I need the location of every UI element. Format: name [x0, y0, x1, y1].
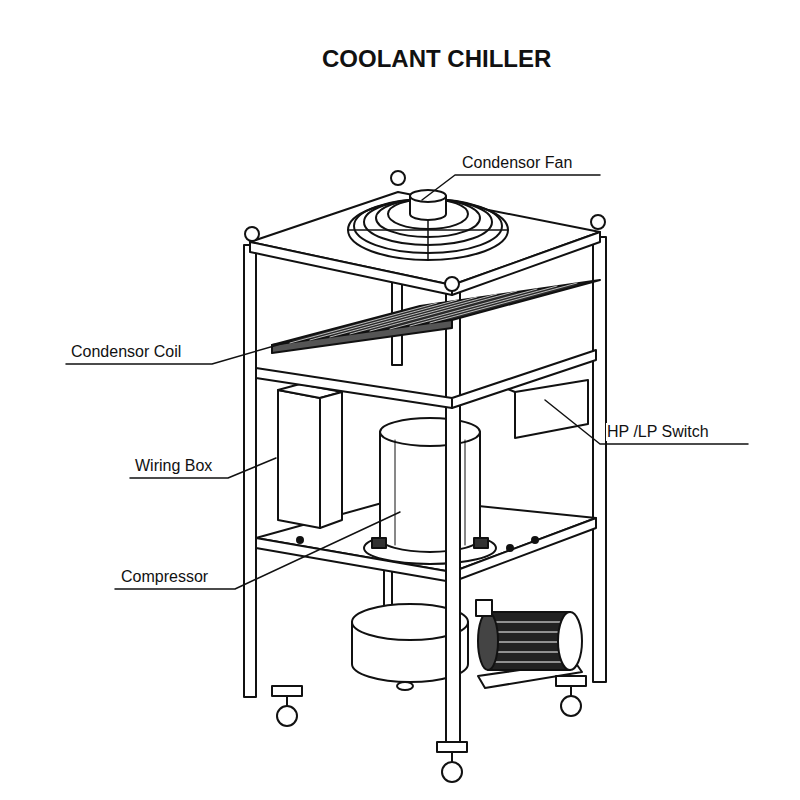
- switch-box: [515, 380, 588, 438]
- caster-wheel: [277, 706, 297, 726]
- pump: [476, 600, 582, 688]
- box-side: [320, 392, 342, 528]
- motor-end: [558, 612, 582, 670]
- diagram-title: COOLANT CHILLER: [322, 45, 551, 73]
- leader-lines: [66, 175, 748, 589]
- mount: [372, 538, 386, 548]
- condenser-fan: [348, 190, 508, 260]
- eye-bolts: [245, 171, 605, 291]
- motor-fins: [492, 622, 566, 662]
- eye-bolt: [445, 277, 459, 291]
- bolt: [507, 545, 513, 551]
- part-label: Condensor Coil: [70, 343, 182, 361]
- caster-stem: [570, 686, 572, 696]
- leader-line: [422, 175, 600, 200]
- frame-leg: [446, 292, 460, 747]
- shelf-edge: [452, 350, 596, 408]
- frame-leg: [593, 237, 606, 682]
- casters: [272, 676, 586, 782]
- part-label: Wiring Box: [134, 457, 213, 475]
- wiring-box: [278, 384, 342, 528]
- compressor-shade: [395, 440, 396, 545]
- part-label: Condensor Fan: [461, 154, 573, 172]
- part-label: Compressor: [120, 568, 209, 586]
- bolt: [532, 537, 538, 543]
- leader-line: [130, 458, 276, 478]
- caster-plate: [556, 676, 586, 686]
- leader-line: [545, 400, 748, 444]
- caster-stem: [451, 752, 453, 762]
- eye-bolt: [245, 227, 259, 241]
- compressor-body: [380, 432, 480, 552]
- mount: [474, 538, 488, 548]
- caster-stem: [286, 696, 288, 706]
- plate-top: [250, 192, 600, 285]
- pressure-switch: [500, 380, 588, 438]
- top-plate: [250, 192, 600, 295]
- frame-leg: [446, 292, 460, 747]
- shelf-edge: [256, 368, 452, 408]
- pump-outlet: [476, 600, 492, 616]
- caster-plate: [437, 742, 467, 752]
- coil-edge: [272, 320, 452, 353]
- eye-bolt: [591, 215, 605, 229]
- box-face: [278, 390, 320, 528]
- compressor-shade: [465, 440, 466, 545]
- bolt: [297, 537, 303, 543]
- leader-line: [115, 512, 400, 589]
- pump-head: [478, 612, 498, 670]
- caster-wheel: [561, 696, 581, 716]
- tank-drain: [397, 682, 413, 690]
- frame-legs: [244, 237, 606, 697]
- caster-plate: [272, 686, 302, 696]
- part-label: HP /LP Switch: [606, 423, 710, 441]
- leader-line: [66, 342, 288, 364]
- caster-wheel: [442, 762, 462, 782]
- eye-bolt: [391, 171, 405, 185]
- compressor: [364, 418, 496, 564]
